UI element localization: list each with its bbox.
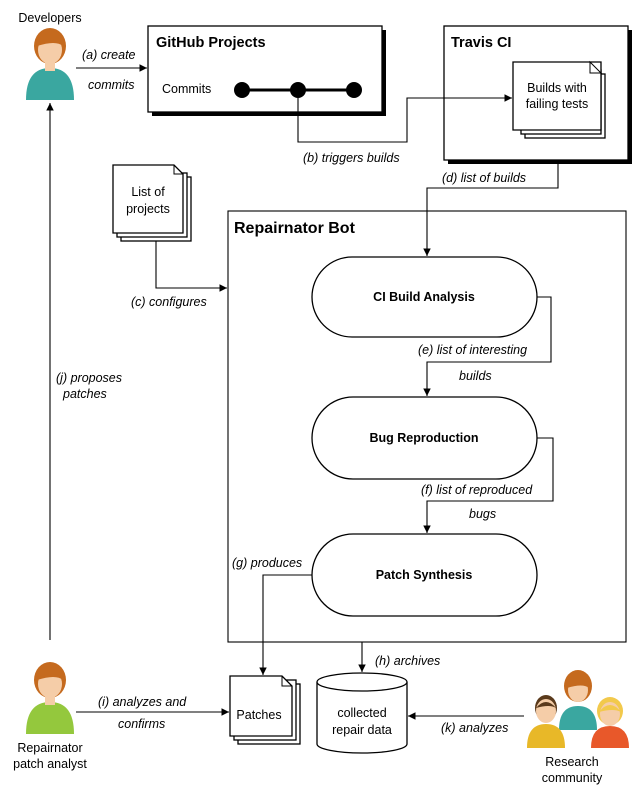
builds-label-line2: failing tests xyxy=(526,97,589,111)
database-label-line1: collected xyxy=(337,706,386,720)
edge-label-k: (k) analyzes xyxy=(441,721,508,735)
analyst-person-icon xyxy=(26,662,74,734)
commit-node-3 xyxy=(346,82,362,98)
edge-label-g: (g) produces xyxy=(232,556,302,570)
edge-label-h: (h) archives xyxy=(375,654,440,668)
commit-node-1 xyxy=(234,82,250,98)
bug-reproduction-label: Bug Reproduction xyxy=(369,431,478,445)
edge-label-j-line1: (j) proposes xyxy=(56,371,122,385)
failing-builds-stack xyxy=(512,60,606,139)
arrow-g-produces xyxy=(259,574,312,675)
analyst-label-line1: Repairnator xyxy=(17,741,82,755)
arrow-f-reproduced-bugs xyxy=(423,437,554,533)
repair-data-database-icon xyxy=(316,672,408,754)
arrow-b-triggers-builds xyxy=(297,94,512,143)
edge-label-f-line1: (f) list of reproduced xyxy=(421,483,533,497)
research-community-icon xyxy=(527,670,629,748)
edge-label-a-line2: commits xyxy=(88,78,135,92)
database-label-line2: repair data xyxy=(332,723,392,737)
travis-ci-box: Travis CI Builds with failing tests xyxy=(443,25,632,164)
edge-label-b: (b) triggers builds xyxy=(303,151,400,165)
github-projects-box: GitHub Projects Commits xyxy=(147,25,386,116)
repairnator-bot-title: Repairnator Bot xyxy=(234,220,356,237)
edge-label-i-line1: (i) analyzes and xyxy=(98,695,187,709)
travis-ci-title: Travis CI xyxy=(451,35,511,51)
edge-label-j-line2: patches xyxy=(62,387,107,401)
list-of-projects-line2: projects xyxy=(126,202,170,216)
research-label-line1: Research xyxy=(545,755,599,769)
developers-label: Developers xyxy=(18,11,81,25)
edge-label-e-line1: (e) list of interesting xyxy=(418,343,527,357)
builds-label-line1: Builds with xyxy=(527,81,587,95)
patch-synthesis-label: Patch Synthesis xyxy=(376,568,473,582)
commits-label: Commits xyxy=(162,82,211,96)
project-list-document xyxy=(112,164,192,242)
edge-label-d: (d) list of builds xyxy=(442,171,526,185)
edge-label-a-line1: (a) create xyxy=(82,48,136,62)
patches-document xyxy=(229,675,301,745)
patches-label: Patches xyxy=(236,708,281,722)
arrow-e-interesting-builds xyxy=(423,296,552,396)
commit-node-2 xyxy=(290,82,306,98)
arrow-c-configures xyxy=(155,241,227,292)
arrow-d-list-of-builds xyxy=(423,161,559,256)
edge-label-f-line2: bugs xyxy=(469,507,496,521)
list-of-projects-line1: List of xyxy=(131,185,165,199)
edge-label-i-line2: confirms xyxy=(118,717,165,731)
analyst-label-line2: patch analyst xyxy=(13,757,87,771)
research-label-line2: community xyxy=(542,771,603,785)
edge-label-e-line2: builds xyxy=(459,369,492,383)
edge-label-c: (c) configures xyxy=(131,295,207,309)
ci-build-analysis-label: CI Build Analysis xyxy=(373,290,475,304)
developer-person-icon xyxy=(26,28,74,100)
github-projects-title: GitHub Projects xyxy=(156,35,266,51)
